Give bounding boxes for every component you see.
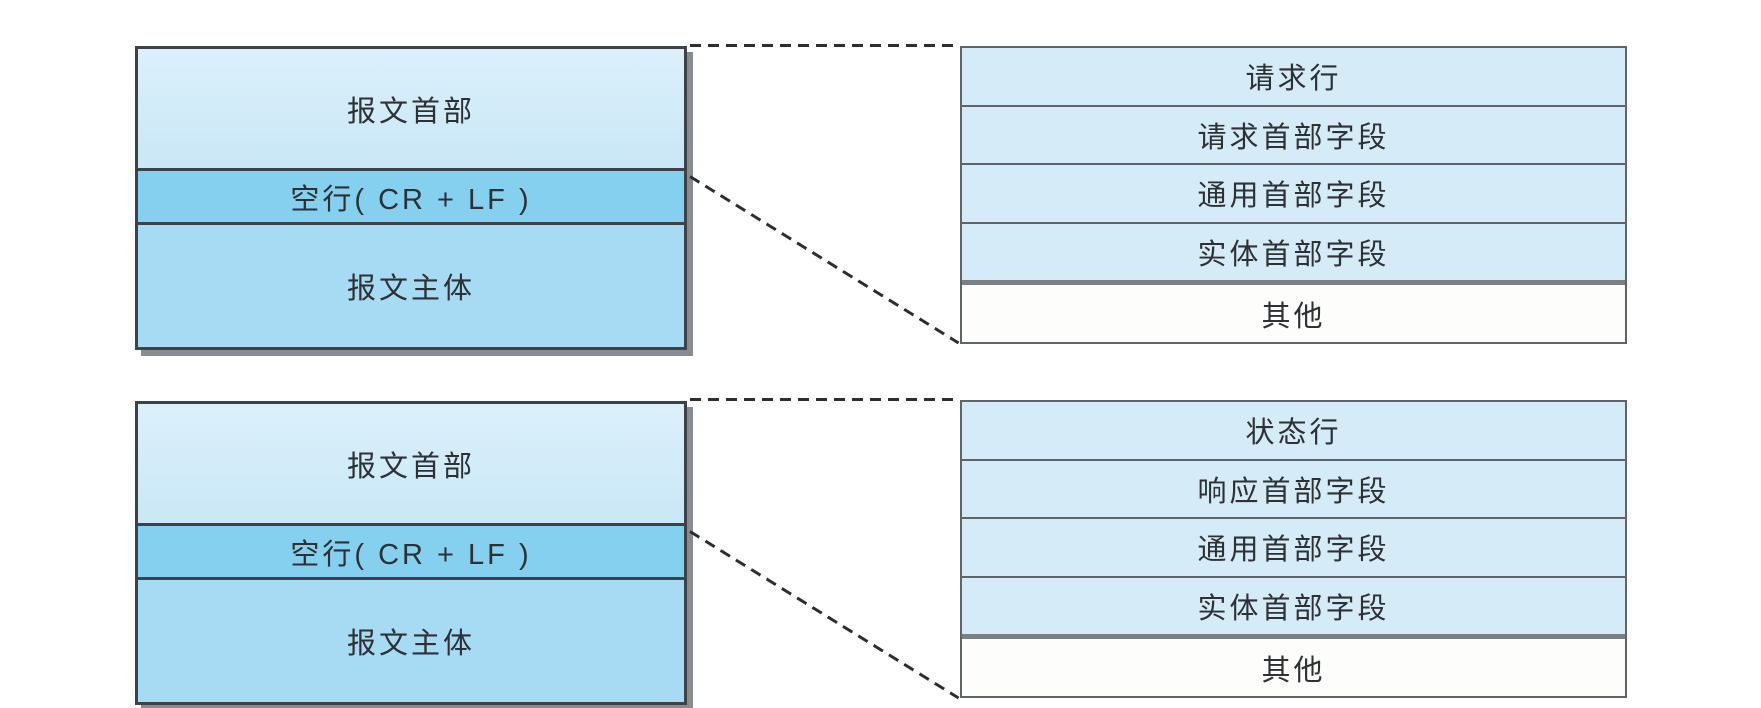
blank-line-row: 空行( CR + LF ) [138, 168, 684, 225]
detail-row-label: 实体首部字段 [1197, 239, 1390, 272]
message-header-row: 报文首部 [138, 404, 684, 523]
blank-line-row: 空行( CR + LF ) [138, 523, 684, 580]
detail-row-label: 请求首部字段 [1197, 121, 1390, 154]
detail-row-label: 通用首部字段 [1197, 534, 1390, 567]
message-header-label: 报文首部 [346, 95, 475, 128]
request-message-box: 报文首部 空行( CR + LF ) 报文主体 [135, 46, 687, 350]
detail-row-label: 响应首部字段 [1197, 475, 1390, 508]
detail-row-request-header-fields: 请求首部字段 [962, 104, 1625, 164]
detail-row-general-header-fields: 通用首部字段 [962, 163, 1625, 222]
detail-row-label: 状态行 [1245, 417, 1342, 450]
detail-row-other: 其他 [962, 280, 1625, 342]
detail-row-label: 实体首部字段 [1197, 593, 1390, 626]
detail-row-other: 其他 [962, 634, 1625, 696]
response-top-dashed-connector [690, 398, 958, 401]
response-header-detail-box: 状态行 响应首部字段 通用首部字段 实体首部字段 其他 [960, 400, 1627, 698]
detail-row-label: 其他 [1261, 654, 1326, 687]
message-header-row: 报文首部 [138, 49, 684, 168]
message-body-row: 报文主体 [138, 225, 684, 347]
detail-row-label: 通用首部字段 [1197, 180, 1390, 213]
request-top-dashed-connector [690, 44, 958, 47]
message-body-row: 报文主体 [138, 580, 684, 702]
request-diagonal-dashed-connector [689, 175, 960, 345]
detail-row-label: 其他 [1261, 300, 1326, 333]
detail-row-entity-header-fields: 实体首部字段 [962, 221, 1625, 281]
blank-line-label: 空行( CR + LF ) [290, 183, 532, 216]
detail-row-request-line: 请求行 [962, 48, 1625, 105]
response-diagonal-dashed-connector [689, 530, 960, 700]
response-message-box: 报文首部 空行( CR + LF ) 报文主体 [135, 401, 687, 705]
detail-row-status-line: 状态行 [962, 402, 1625, 459]
message-header-label: 报文首部 [346, 450, 475, 483]
detail-row-entity-header-fields: 实体首部字段 [962, 575, 1625, 635]
message-body-label: 报文主体 [346, 628, 475, 660]
detail-row-label: 请求行 [1245, 63, 1342, 96]
detail-row-response-header-fields: 响应首部字段 [962, 458, 1625, 518]
request-header-detail-box: 请求行 请求首部字段 通用首部字段 实体首部字段 其他 [960, 46, 1627, 344]
detail-row-general-header-fields: 通用首部字段 [962, 517, 1625, 576]
message-body-label: 报文主体 [346, 273, 475, 305]
blank-line-label: 空行( CR + LF ) [290, 538, 532, 571]
